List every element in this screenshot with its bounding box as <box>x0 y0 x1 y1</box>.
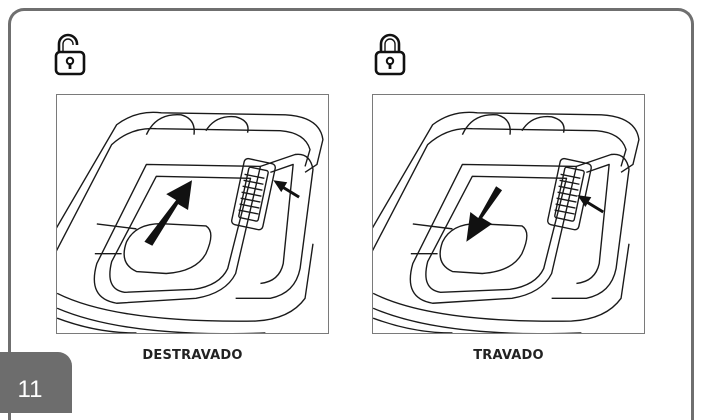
illustration-unlocked <box>56 94 329 334</box>
page-frame <box>8 8 694 420</box>
unlocked-padlock-icon <box>52 33 88 77</box>
locked-padlock-icon <box>372 33 408 77</box>
illustration-locked <box>372 94 645 334</box>
caption-locked: TRAVADO <box>473 348 544 363</box>
page-number-tab <box>0 352 72 413</box>
caption-unlocked: DESTRAVADO <box>142 348 243 363</box>
page-number: 11 <box>17 376 43 403</box>
